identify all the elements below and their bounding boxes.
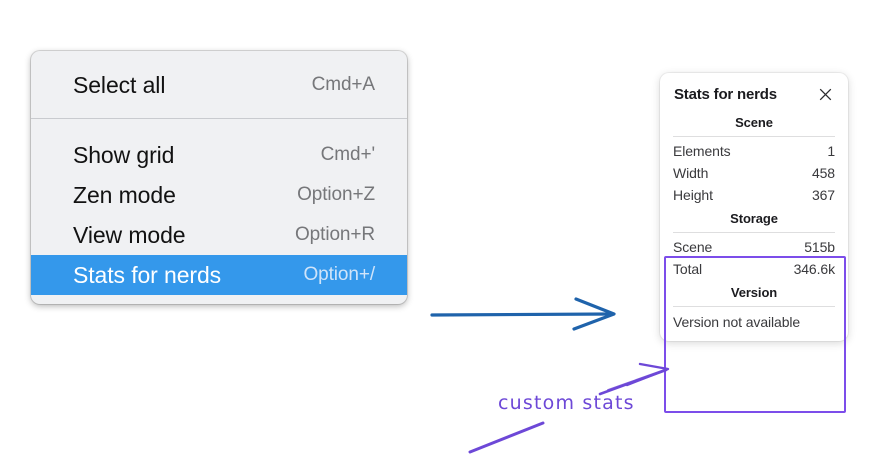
context-menu[interactable]: Select all Cmd+A Show grid Cmd+' Zen mod…	[31, 51, 407, 304]
stats-row-label: Scene	[673, 239, 713, 255]
stats-row-value: 515b	[804, 239, 835, 255]
purple-annotation-arrow	[598, 362, 670, 396]
menu-item-show-grid[interactable]: Show grid Cmd+'	[31, 135, 407, 175]
menu-item-view-mode[interactable]: View mode Option+R	[31, 215, 407, 255]
stats-row-value: 458	[811, 165, 835, 181]
menu-item-shortcut: Cmd+'	[320, 144, 375, 165]
stats-for-nerds-panel: Stats for nerds Scene Elements 1 Width 4…	[660, 73, 848, 341]
section-title-version: Version	[730, 285, 778, 300]
stats-panel-body: Scene Elements 1 Width 458 Height 367 St…	[660, 110, 848, 333]
section-divider	[673, 232, 835, 233]
menu-item-label: Show grid	[73, 141, 175, 168]
menu-item-label: Zen mode	[73, 181, 176, 208]
stats-row-label: Total	[673, 261, 703, 277]
close-icon[interactable]	[817, 86, 834, 103]
menu-item-shortcut: Option+/	[303, 264, 375, 285]
handwritten-custom-stats-label: custom stats	[498, 392, 635, 414]
stats-row-label: Elements	[673, 143, 731, 159]
stats-row-label: Width	[673, 165, 709, 181]
version-not-available-text: Version not available	[673, 314, 801, 330]
menu-item-stats-for-nerds[interactable]: Stats for nerds Option+/	[31, 255, 407, 295]
purple-underline-stroke	[468, 421, 545, 454]
stats-row-value: 346.6k	[793, 261, 836, 277]
stats-panel-header: Stats for nerds	[660, 73, 848, 110]
menu-item-select-all[interactable]: Select all Cmd+A	[31, 65, 407, 105]
section-title-storage: Storage	[730, 211, 778, 226]
stats-panel-title: Stats for nerds	[674, 86, 777, 103]
menu-item-zen-mode[interactable]: Zen mode Option+Z	[31, 175, 407, 215]
stats-row-width: Width 458	[673, 162, 835, 184]
menu-item-label: View mode	[73, 221, 186, 248]
menu-group-1: Select all Cmd+A	[31, 51, 407, 118]
blue-pointer-arrow	[430, 297, 616, 331]
menu-group-2: Show grid Cmd+' Zen mode Option+Z View m…	[31, 118, 407, 295]
stats-row-height: Height 367	[673, 184, 835, 206]
stats-row-storage-total: Total 346.6k	[673, 258, 835, 280]
stats-row-storage-scene: Scene 515b	[673, 236, 835, 258]
stats-row-label: Height	[673, 187, 713, 203]
menu-item-label: Stats for nerds	[73, 261, 222, 288]
stats-row-value: 367	[811, 187, 835, 203]
menu-item-shortcut: Option+Z	[297, 184, 375, 205]
section-divider	[673, 306, 835, 307]
menu-item-shortcut: Cmd+A	[311, 74, 375, 95]
section-divider	[673, 136, 835, 137]
section-title-scene: Scene	[735, 115, 773, 130]
stats-row-value: 1	[827, 143, 835, 159]
menu-item-shortcut: Option+R	[295, 224, 375, 245]
stats-row-elements: Elements 1	[673, 140, 835, 162]
menu-item-label: Select all	[73, 71, 166, 98]
